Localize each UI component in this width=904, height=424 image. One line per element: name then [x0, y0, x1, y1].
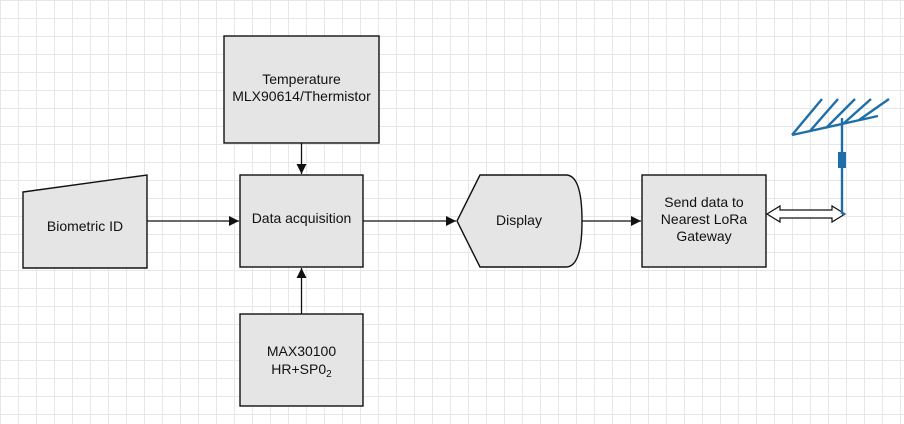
max30100-label-line1: MAX30100: [267, 343, 336, 359]
biometric-id-node: Biometric ID: [22, 174, 148, 269]
temperature-sensor-node: Temperature MLX90614/Thermistor: [223, 35, 380, 144]
lora-label-line2: Nearest LoRa: [661, 211, 748, 227]
lora-gateway-node: Send data to Nearest LoRa Gateway: [641, 174, 767, 268]
display-node: Display: [456, 174, 583, 268]
data-acquisition-node: Data acquisition: [239, 174, 364, 268]
edge-lora-to-antenna: [765, 204, 847, 224]
max30100-sensor-node: MAX30100 HR+SP02: [239, 313, 364, 407]
max30100-label-subscript: 2: [326, 369, 332, 380]
temperature-label-line1: Temperature: [262, 71, 341, 87]
yagi-antenna-icon: [791, 98, 890, 216]
data-acquisition-label: Data acquisition: [252, 210, 352, 226]
max30100-label-line2: HR+SP02: [271, 361, 332, 380]
lora-label-line3: Gateway: [676, 228, 731, 244]
biometric-id-label: Biometric ID: [47, 218, 123, 234]
max30100-label-main: HR+SP0: [271, 361, 326, 377]
display-label: Display: [496, 212, 542, 228]
temperature-label-line2: MLX90614/Thermistor: [232, 88, 371, 104]
lora-label-line1: Send data to: [664, 194, 744, 210]
